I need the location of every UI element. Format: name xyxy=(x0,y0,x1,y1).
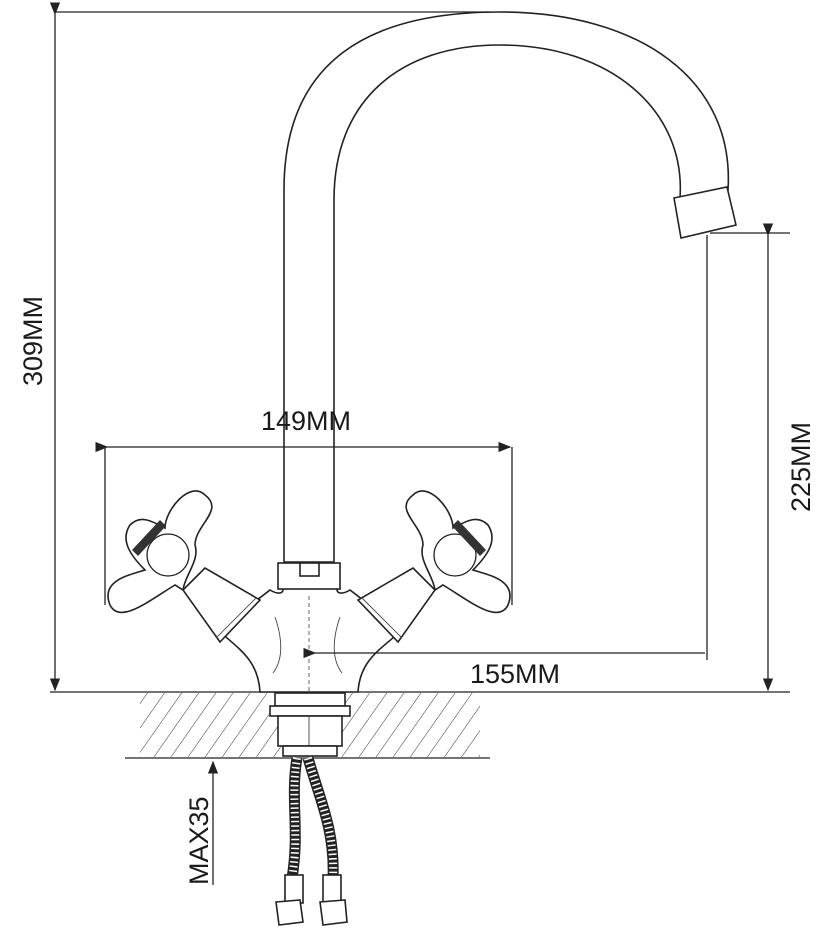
dimension-309-label: 309MM xyxy=(18,296,48,386)
dimension-309 xyxy=(49,2,490,692)
supply-hoses xyxy=(275,756,348,926)
dimension-155 xyxy=(303,235,708,660)
countertop xyxy=(50,691,790,759)
hose-nut-right xyxy=(319,899,348,926)
hose-nut-left xyxy=(275,899,304,926)
dimension-155-label: 155MM xyxy=(470,659,560,689)
dimension-225 xyxy=(710,223,790,692)
right-handle xyxy=(356,490,511,644)
dimension-149 xyxy=(95,441,513,605)
spout-nozzle xyxy=(673,186,737,239)
mounting-shank xyxy=(269,692,351,757)
dimension-149-label: 149MM xyxy=(261,406,351,436)
spout xyxy=(283,11,737,563)
left-handle xyxy=(107,490,262,644)
dimension-225-label: 225MM xyxy=(786,422,816,512)
dimension-max35-label: MAX35 xyxy=(184,796,214,885)
faucet-body xyxy=(216,562,404,693)
